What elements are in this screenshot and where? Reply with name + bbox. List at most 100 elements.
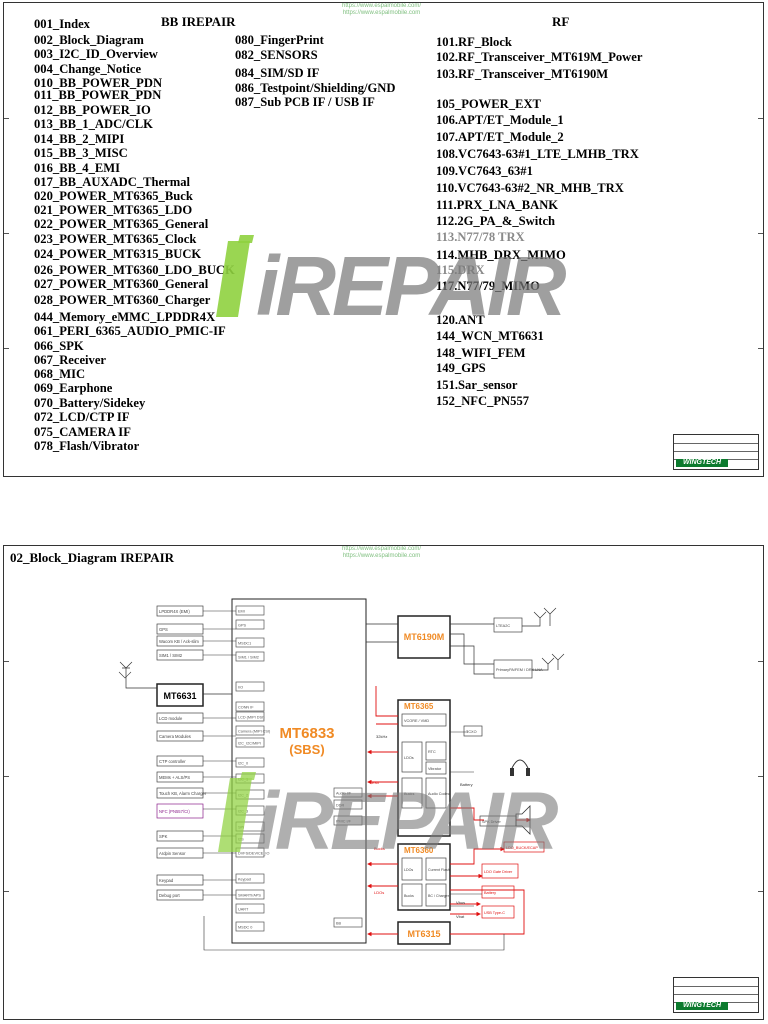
watermark-url-line: https://www.espalmobile.com <box>342 10 421 16</box>
index-entry: 012_BB_POWER_IO <box>34 103 151 117</box>
index-entry: 075_CAMERA IF <box>34 425 131 439</box>
charger-sub-block-box <box>425 857 447 881</box>
title-block-row <box>674 443 758 452</box>
diagram-label: 32kHz <box>376 734 387 739</box>
buck-chip <box>397 921 451 945</box>
index-entry: 151.Sar_sensor <box>436 378 518 392</box>
power-arrow <box>450 846 505 865</box>
soc-port-box <box>235 651 265 662</box>
left-block-label: Wacom KB / Ack-slim <box>159 639 199 644</box>
charger-sub-block-label: Bucks <box>404 894 414 898</box>
left-block-label: Debug port <box>159 893 181 898</box>
wcn-chip-label: MT6631 <box>163 691 196 701</box>
left-block-label: Touch KB, Alarm Charger <box>159 791 207 796</box>
antenna-icon <box>522 607 557 627</box>
index-entry: 024_POWER_MT6315_BUCK <box>34 247 202 261</box>
left-block-label: NFC (PN557/CI) <box>159 809 190 814</box>
soc-port-box <box>235 619 265 630</box>
index-entry: 113.N77/78 TRX <box>436 230 525 244</box>
index-entry: 110.VC7643-63#2_NR_MHB_TRX <box>436 181 624 195</box>
border-tick <box>4 233 9 234</box>
border-tick <box>758 348 763 349</box>
soc-port-label: I2C_I2C/MIPI <box>238 742 261 746</box>
irepair-brand-logo: iREPAIR <box>218 772 562 867</box>
pmic-sub-block-box <box>425 741 447 761</box>
border-tick <box>4 118 9 119</box>
pmic-sub-block-box <box>401 741 423 773</box>
left-block-label: Camera Modules <box>159 734 191 739</box>
soc-port-label: CONN IF <box>238 706 254 710</box>
wcn-antenna-line <box>122 667 157 689</box>
index-entry: 084_SIM/SD IF <box>235 66 320 80</box>
soc-port-box <box>235 737 265 748</box>
soc-port-box <box>235 847 265 858</box>
diagram-label: LDOs <box>374 890 384 895</box>
soc-port-box <box>235 921 265 932</box>
index-entry: 106.APT/ET_Module_1 <box>436 113 564 127</box>
index-entry: 067_Receiver <box>34 353 107 367</box>
rf-chip-label: MT6190M <box>404 632 445 642</box>
left-block-label: Ardpin Sensor <box>159 851 186 856</box>
pmic-sub-block-box <box>425 761 447 775</box>
watermark-url: https://www.espalmobile.com/ https://www… <box>342 3 421 17</box>
index-entry: 020_POWER_MT6365_Buck <box>34 189 193 203</box>
index-entry: 028_POWER_MT6360_Charger <box>34 293 211 307</box>
index-entry: 014_BB_2_MIPI <box>34 132 125 146</box>
index-entry: 149_GPS <box>436 361 486 375</box>
left-block-label: MEMs + ALS/PS <box>159 775 190 780</box>
index-entry: 148_WIFI_FEM <box>436 346 526 360</box>
left-block-box <box>156 803 204 819</box>
right-block-label: SPK Driver <box>482 820 502 824</box>
index-entry: 011_BB_POWER_PDN <box>34 88 162 102</box>
soc-name: MT6833 <box>279 725 334 742</box>
soc-port-label: MSDC1 <box>238 642 251 646</box>
logo-i-stroke <box>218 778 252 852</box>
index-entry: 026_POWER_MT6360_LDO_BUCK <box>34 263 235 277</box>
border-tick <box>4 891 9 892</box>
border-tick <box>4 661 9 662</box>
charger-sub-block-label: BC / Charger <box>428 894 450 898</box>
soc-port-box <box>333 917 363 928</box>
soc-port-box <box>235 889 265 900</box>
pmic-sub-block-box <box>401 777 423 809</box>
left-block-label: SIM1 / SIM2 <box>159 653 183 658</box>
soc-port-box <box>333 799 363 810</box>
index-entry: 120.ANT <box>436 313 485 327</box>
watermark-url-line: https://www.espalmobile.com/ <box>342 3 422 9</box>
border-tick <box>758 661 763 662</box>
index-entry: 078_Flash/Vibrator <box>34 439 140 453</box>
index-entry: 144_WCN_MT6631 <box>436 329 544 343</box>
headphone-cup <box>526 768 530 776</box>
index-entry: 017_BB_AUXADC_Thermal <box>34 175 191 189</box>
charger-sub-block-box <box>401 857 423 881</box>
right-block-box <box>481 905 515 919</box>
pmic-sub-block-label: VCORE / VMD <box>404 719 429 723</box>
power-trace <box>450 807 484 821</box>
index-entry: 114.MHB_DRX_MIMO <box>436 248 566 262</box>
index-entry: 010_BB_POWER_PDN <box>34 76 163 90</box>
right-block-box <box>481 863 519 879</box>
soc-port-box <box>333 787 363 798</box>
soc-port-box <box>235 873 265 884</box>
soc-port-box <box>235 757 265 768</box>
right-block-box <box>463 725 483 737</box>
soc-port-label: LCD (MIPI DSI) <box>238 716 265 720</box>
index-entry: 105_POWER_EXT <box>436 97 541 111</box>
charger-sub-block-box <box>425 883 447 907</box>
soc-port-label: DDR <box>336 804 344 808</box>
index-entry: 069_Earphone <box>34 381 113 395</box>
border-tick <box>4 776 9 777</box>
index-entry: 021_POWER_MT6365_LDO <box>34 203 193 217</box>
signal-trace <box>450 893 482 907</box>
right-block-label: LTEA2C <box>496 624 510 628</box>
headphone-icon <box>511 759 529 769</box>
index-entry: 066_SPK <box>34 339 84 353</box>
diagram-label: Vbus <box>456 900 465 905</box>
index-entry: 112.2G_PA_&_Switch <box>436 214 556 228</box>
soc-port-label: Keypad <box>238 878 251 882</box>
soc-port-label: I2C_0 <box>238 762 248 766</box>
